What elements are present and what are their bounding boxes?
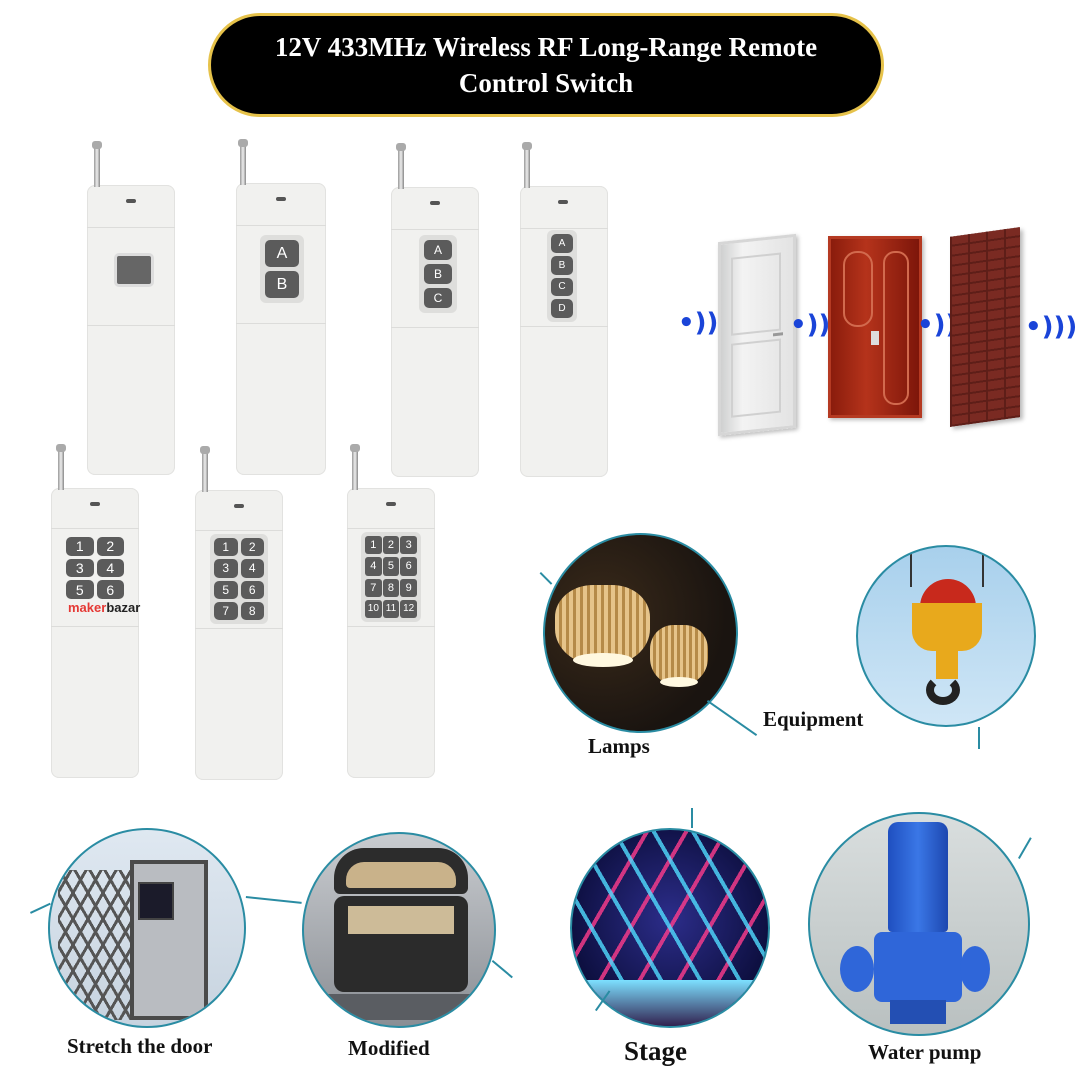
remote-button-1[interactable]: 1 — [214, 538, 238, 557]
caption-water-pump: Water pump — [868, 1040, 982, 1064]
remote-button-b[interactable]: B — [551, 255, 573, 275]
antenna-icon — [56, 444, 66, 490]
led-indicator — [558, 200, 568, 204]
led-indicator — [386, 502, 396, 506]
door-handle-icon — [773, 332, 783, 337]
remote-1-button — [87, 141, 175, 475]
signal-wave-icon: •))) — [1025, 312, 1078, 342]
remote-button-8[interactable]: 8 — [382, 578, 400, 597]
remote-button-a[interactable]: A — [424, 240, 452, 260]
white-door-image — [718, 233, 796, 437]
remote-button-3[interactable]: 3 — [214, 559, 238, 578]
caption-modified: Modified — [348, 1036, 430, 1060]
lamp-shade-icon — [650, 625, 708, 685]
title-banner: 12V 433MHz Wireless RF Long-Range Remote… — [208, 13, 884, 117]
led-indicator — [90, 502, 100, 506]
remote-button-5[interactable]: 5 — [66, 580, 94, 599]
caption-stage: Stage — [624, 1036, 687, 1066]
stretch-door-image — [48, 828, 246, 1028]
remote-button-10[interactable]: 10 — [365, 599, 382, 618]
remote-button-1[interactable]: 1 — [66, 537, 94, 556]
remote-2-button: A B — [236, 139, 326, 475]
red-door-image — [828, 236, 922, 418]
stage-floor-icon — [572, 980, 768, 1026]
remote-button-3[interactable]: 3 — [66, 558, 94, 578]
title-line-1: 12V 433MHz Wireless RF Long-Range Remote — [274, 32, 818, 62]
brick-wall-image — [950, 227, 1020, 427]
remote-button-1[interactable]: 1 — [365, 536, 382, 555]
remote-8-button: 1 2 3 4 5 6 7 8 — [195, 446, 283, 780]
remote-button-d[interactable]: D — [551, 299, 573, 318]
water-pump-image — [808, 812, 1030, 1036]
remote-button-4[interactable]: 4 — [240, 559, 264, 578]
remote-6-button: 1 2 3 4 5 6 makerbazar — [51, 444, 141, 778]
pump-motor-icon — [888, 822, 948, 932]
equipment-image — [856, 545, 1036, 727]
remote-button-5[interactable]: 5 — [382, 557, 400, 576]
remote-button-4[interactable]: 4 — [96, 558, 124, 578]
remote-button-5[interactable]: 5 — [214, 580, 238, 599]
remote-button-b[interactable]: B — [265, 271, 299, 298]
led-indicator — [430, 201, 440, 205]
antenna-icon — [522, 142, 532, 188]
title-line-2: Control Switch — [458, 68, 634, 98]
remote-3-button: A B C — [391, 143, 479, 477]
remote-button-3[interactable]: 3 — [400, 536, 417, 555]
stage-image — [570, 828, 770, 1028]
remote-button-4[interactable]: 4 — [365, 557, 382, 576]
door-handle-icon — [871, 331, 879, 345]
remote-button-6[interactable]: 6 — [96, 580, 124, 599]
antenna-icon — [396, 143, 406, 189]
led-indicator — [234, 504, 244, 508]
led-indicator — [126, 199, 136, 203]
antenna-icon — [350, 444, 360, 490]
remote-button-7[interactable]: 7 — [214, 601, 238, 620]
antenna-icon — [200, 446, 210, 492]
caption-lamps: Lamps — [588, 734, 650, 758]
antenna-icon — [92, 141, 102, 187]
led-indicator — [276, 197, 286, 201]
caption-stretch-door: Stretch the door — [67, 1034, 213, 1058]
remote-button-7[interactable]: 7 — [365, 578, 382, 597]
remote-4-button: A B C D — [520, 142, 608, 477]
remote-button-2[interactable]: 2 — [96, 537, 124, 556]
remote-button-9[interactable]: 9 — [400, 578, 417, 597]
remote-button[interactable] — [114, 253, 154, 287]
remote-button-a[interactable]: A — [551, 234, 573, 253]
crane-hook-icon — [912, 603, 982, 651]
remote-12-button: 1 2 3 4 5 6 7 8 9 10 11 12 — [347, 444, 435, 778]
lamps-image — [543, 533, 738, 733]
caption-equipment: Equipment — [763, 707, 864, 731]
lamp-shade-icon — [555, 585, 650, 665]
remote-button-a[interactable]: A — [265, 240, 299, 267]
remote-button-12[interactable]: 12 — [400, 599, 417, 618]
remote-button-2[interactable]: 2 — [382, 536, 400, 555]
remote-button-6[interactable]: 6 — [400, 557, 417, 576]
remote-button-c[interactable]: C — [424, 288, 452, 308]
brand-logo: makerbazar — [68, 600, 141, 615]
remote-button-c[interactable]: C — [551, 277, 573, 297]
remote-button-b[interactable]: B — [424, 264, 452, 284]
remote-button-6[interactable]: 6 — [240, 580, 264, 599]
remote-button-8[interactable]: 8 — [240, 601, 264, 620]
remote-button-11[interactable]: 11 — [382, 599, 400, 618]
remote-button-2[interactable]: 2 — [240, 538, 264, 557]
antenna-icon — [238, 139, 248, 185]
car-trunk-image — [302, 832, 496, 1028]
